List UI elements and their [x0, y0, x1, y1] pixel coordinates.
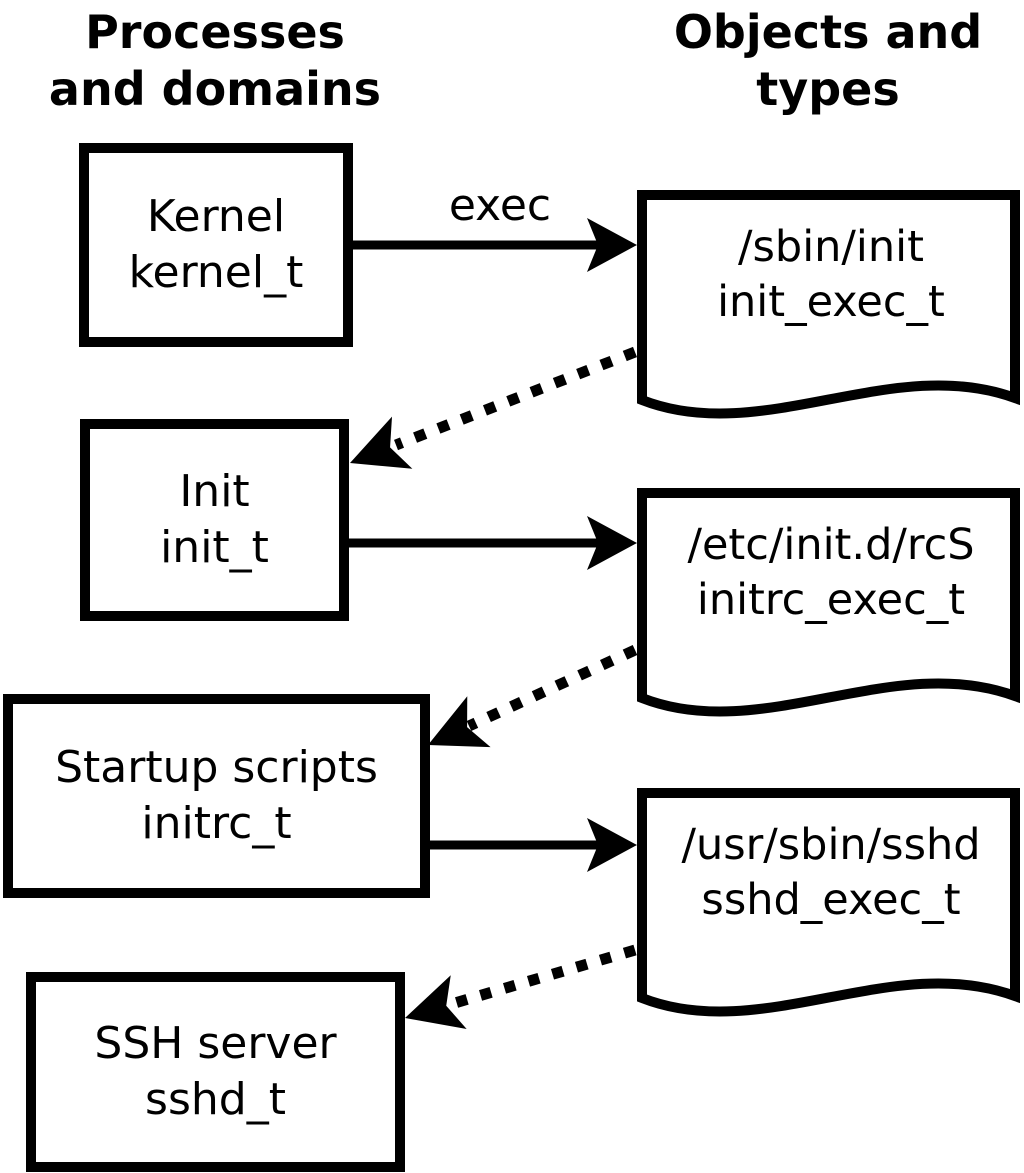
object-doc-sbin-init-text: /sbin/init init_exec_t — [652, 220, 1010, 330]
object-doc-sbin-init — [637, 190, 1020, 419]
process-name: Startup scripts — [55, 742, 378, 793]
process-box-startup-scripts: Startup scripts initrc_t — [3, 694, 430, 898]
arrowhead-icon — [587, 218, 637, 272]
document-shape-icon — [637, 190, 1020, 419]
process-name: SSH server — [94, 1018, 337, 1069]
object-path: /etc/init.d/rcS — [687, 520, 975, 570]
process-domain-type: kernel_t — [128, 247, 304, 298]
dotted-arrowheads — [350, 416, 491, 1029]
process-box-ssh-server: SSH server sshd_t — [26, 972, 405, 1172]
object-doc-etc-initd-rcs-text: /etc/init.d/rcS initrc_exec_t — [652, 518, 1010, 628]
column-header-processes: Processes and domains — [0, 4, 430, 118]
object-doc-etc-initd-rcs — [637, 488, 1020, 717]
process-name: Init — [179, 466, 250, 517]
process-domain-type: sshd_t — [145, 1074, 286, 1125]
column-header-objects: Objects and types — [628, 4, 1024, 118]
process-domain-type: initrc_t — [141, 798, 292, 849]
object-type: initrc_exec_t — [696, 575, 966, 625]
object-doc-usr-sbin-sshd — [637, 788, 1020, 1017]
column-header-processes-line2: and domains — [48, 62, 382, 116]
object-type: sshd_exec_t — [701, 875, 961, 925]
process-name: Kernel — [146, 191, 286, 242]
column-header-processes-line1: Processes — [85, 5, 345, 59]
arrowhead-icon — [587, 818, 637, 872]
transition-line-to-init — [394, 346, 637, 451]
object-type: init_exec_t — [717, 277, 945, 327]
object-path: /usr/sbin/sshd — [681, 820, 981, 870]
arrowhead-icon — [428, 696, 491, 748]
object-doc-usr-sbin-sshd-text: /usr/sbin/sshd sshd_exec_t — [652, 818, 1010, 928]
column-header-objects-line1: Objects and — [673, 5, 983, 59]
arrowhead-icon — [405, 975, 467, 1029]
transition-line-to-initrc — [466, 644, 638, 732]
process-box-kernel: Kernel kernel_t — [79, 143, 353, 347]
document-shape-icon — [637, 788, 1020, 1017]
solid-arrowheads — [587, 218, 637, 872]
process-box-init: Init init_t — [80, 419, 349, 621]
dotted-transition-lines — [394, 346, 638, 1011]
arrowhead-icon — [587, 516, 637, 570]
arrowhead-icon — [350, 416, 413, 469]
solid-arrow-lines — [349, 240, 602, 850]
object-path: /sbin/init — [738, 222, 924, 272]
column-header-objects-line2: types — [756, 62, 900, 116]
exec-arrow-label: exec — [448, 180, 552, 231]
transition-line-to-sshd — [446, 944, 637, 1011]
process-domain-type: init_t — [160, 522, 269, 573]
document-shape-icon — [637, 488, 1020, 717]
